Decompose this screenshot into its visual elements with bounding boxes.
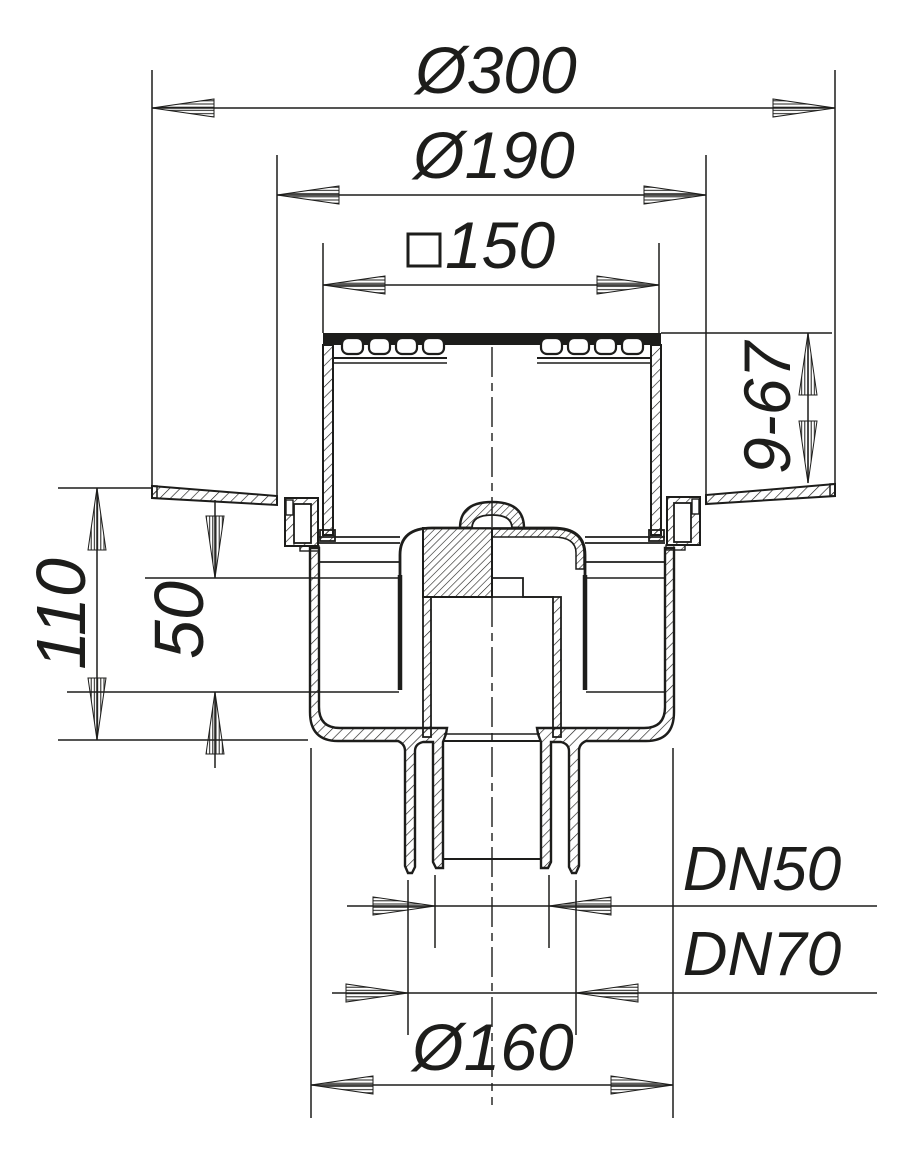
- arrow-left-icon: [548, 896, 612, 916]
- arrow-down-icon: [798, 420, 818, 484]
- dim-label-dia300: Ø300: [413, 33, 577, 107]
- arrow-right-icon: [772, 98, 836, 118]
- trap-tube-left: [422, 596, 432, 738]
- flange-right: [665, 482, 836, 551]
- dimension-50: 50: [140, 500, 225, 768]
- square-symbol-icon: [406, 232, 442, 268]
- dimension-height-range: 9-67: [730, 332, 818, 484]
- grate-tab: [421, 336, 446, 356]
- arrow-down-icon: [205, 515, 225, 579]
- dimension-dn50: DN50: [347, 835, 877, 916]
- dim-label-dn50: DN50: [683, 835, 842, 904]
- flange-right-lip: [829, 483, 836, 497]
- arrow-right-icon: [372, 896, 436, 916]
- arrow-right-icon: [610, 1075, 674, 1095]
- trap-insert: [397, 500, 588, 738]
- rim-seat-lines: [319, 536, 665, 563]
- arrow-left-icon: [310, 1075, 374, 1095]
- dim-label-square150: 150: [445, 208, 555, 282]
- water-level-lines: [586, 577, 665, 693]
- flange-left: [151, 484, 320, 552]
- gasket-slot-right: [691, 498, 700, 515]
- grate-tab: [593, 336, 618, 356]
- trap-core-section: [422, 527, 493, 598]
- grate-tab: [367, 336, 392, 356]
- arrow-up-icon: [798, 332, 818, 396]
- flange-left-lip: [151, 485, 158, 499]
- dim-label-dia190: Ø190: [411, 118, 575, 192]
- arrow-left-icon: [151, 98, 215, 118]
- arrow-left-icon: [276, 185, 340, 205]
- grate-frame: [319, 333, 665, 542]
- arrow-up-icon: [87, 487, 107, 551]
- grate-tab: [539, 336, 564, 356]
- dimension-square150: 150: [322, 208, 660, 295]
- grate-tab: [340, 336, 365, 356]
- grate-tab: [620, 336, 645, 356]
- clamp-bolt-left: [293, 503, 312, 544]
- grate-tabs: [340, 336, 645, 356]
- frame-wall-left: [322, 344, 334, 536]
- grate-ledge-lines: [333, 357, 651, 364]
- trap-shell-section-right: [491, 528, 585, 570]
- clamp-bolt-right: [673, 502, 692, 543]
- dim-label-dn70: DN70: [683, 920, 842, 989]
- extension-lines: [58, 70, 836, 1118]
- frame-wall-right: [650, 344, 662, 536]
- bowl-casting-right: [535, 546, 676, 875]
- dimension-dia190: Ø190: [276, 118, 707, 205]
- gasket-slot-left: [285, 499, 294, 516]
- dimension-dn70: DN70: [332, 920, 877, 1003]
- arrow-left-icon: [575, 983, 639, 1003]
- arrow-right-icon: [596, 275, 660, 295]
- trap-step-outline: [423, 577, 554, 598]
- grate-tab: [394, 336, 419, 356]
- dim-label-50: 50: [140, 581, 218, 659]
- dim-label-height-range: 9-67: [730, 340, 804, 474]
- dim-label-dia160: Ø160: [410, 1010, 574, 1084]
- arrow-right-icon: [643, 185, 707, 205]
- bowl-casting-left: [308, 546, 449, 875]
- dimension-110: 110: [22, 487, 107, 741]
- arrow-left-icon: [322, 275, 386, 295]
- arrow-right-icon: [345, 983, 409, 1003]
- arrow-down-icon: [87, 677, 107, 741]
- trap-tube-right: [552, 596, 562, 738]
- arrow-up-icon: [205, 691, 225, 755]
- frame-foot-right: [648, 529, 665, 542]
- grate-tab: [566, 336, 591, 356]
- dim-label-110: 110: [22, 558, 100, 670]
- dimension-dia300: Ø300: [151, 33, 836, 118]
- frame-foot-left: [319, 529, 336, 542]
- dimension-dia160: Ø160: [310, 1010, 674, 1095]
